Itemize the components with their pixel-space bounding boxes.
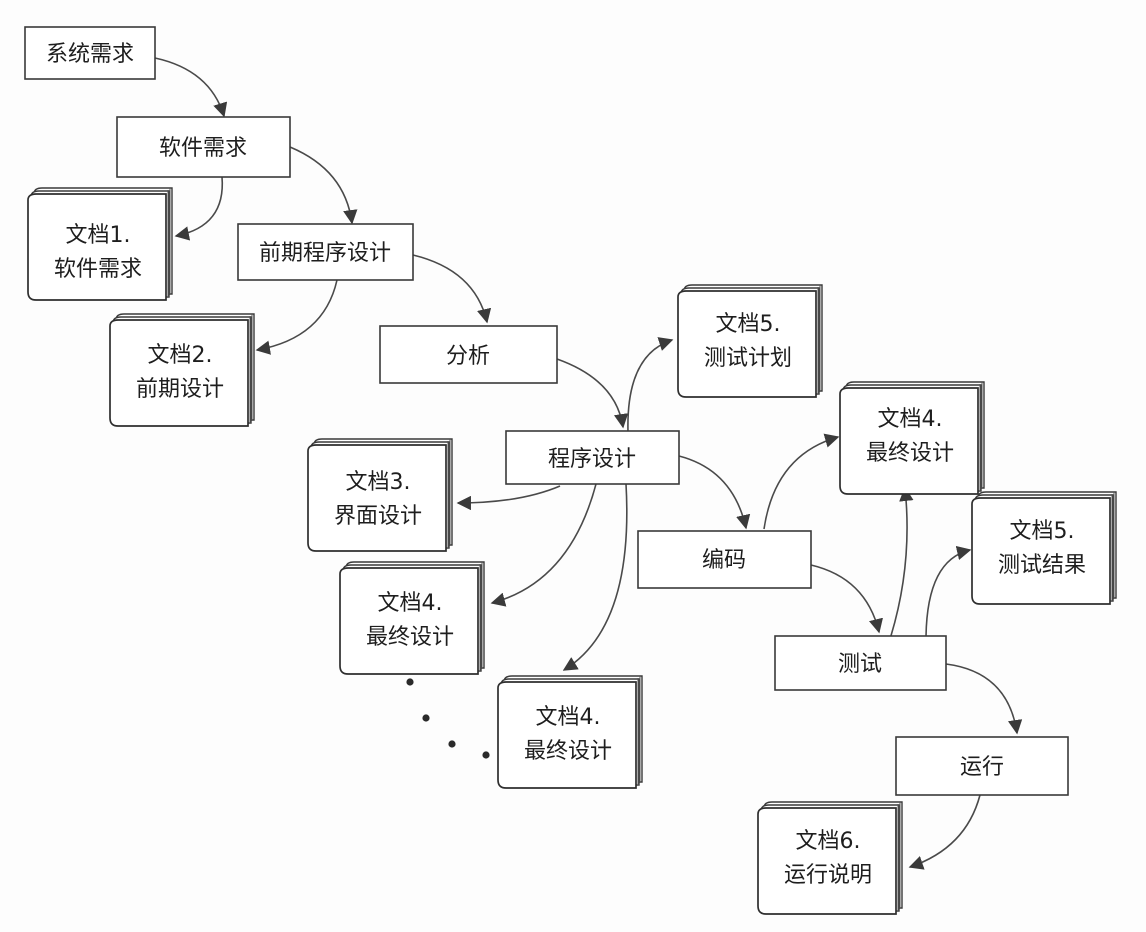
document-doc2: 文档2. 前期设计 [109,313,255,427]
doc-title: 文档5. [1010,519,1075,544]
flow-arrows [154,57,1023,870]
step-operation: 运行 [895,736,1069,796]
step-label: 运行 [960,755,1004,780]
arrow-analysis-to-program-design [556,358,629,429]
step-label: 前期程序设计 [259,241,391,266]
arrow-testing-to-doc4b [889,486,914,640]
step-analysis: 分析 [379,325,558,384]
doc-subtitle: 界面设计 [334,504,422,529]
document-doc4-bottom: 文档4. 最终设计 [497,675,643,789]
arrow-program-design-to-coding [678,455,751,530]
document-doc1: 文档1. 软件需求 [27,187,173,301]
doc-title: 文档4. [536,705,601,730]
doc-title: 文档5. [716,312,781,337]
doc-title: 文档1. [66,223,131,248]
arrow-preliminary-to-doc2 [255,279,338,355]
doc-subtitle: 最终设计 [866,441,954,466]
arrow-program-design-to-doc4a [490,483,597,607]
document-doc4-coding: 文档4. 最终设计 [839,381,985,495]
step-coding: 编码 [637,530,812,589]
step-system-requirements: 系统需求 [24,26,156,80]
doc-title: 文档4. [878,407,943,432]
arrow-software-to-preliminary [289,146,358,225]
doc-subtitle: 测试结果 [998,553,1086,578]
step-label: 软件需求 [159,136,247,161]
step-testing: 测试 [774,635,947,691]
step-program-design: 程序设计 [505,430,680,485]
step-software-requirements: 软件需求 [116,116,291,178]
doc-title: 文档4. [378,591,443,616]
step-label: 测试 [838,652,882,677]
step-label: 程序设计 [548,447,636,472]
doc-subtitle: 运行说明 [784,863,872,888]
doc-title: 文档6. [796,829,861,854]
arrow-program-design-to-doc4c [562,483,628,671]
arrow-coding-to-testing [810,564,883,634]
arrow-coding-to-doc4b [763,433,840,530]
ellipsis-dots [406,678,490,759]
step-label: 系统需求 [46,42,134,67]
document-doc6: 文档6. 运行说明 [757,801,903,915]
doc-subtitle: 最终设计 [524,739,612,764]
document-doc5-test-results: 文档5. 测试结果 [971,491,1117,605]
doc-subtitle: 最终设计 [366,625,454,650]
doc-subtitle: 测试计划 [704,346,792,371]
arrow-program-design-to-doc5a [627,337,674,433]
document-doc4-left: 文档4. 最终设计 [339,561,485,675]
doc-subtitle: 前期设计 [136,377,224,402]
arrow-system-to-software [154,57,228,118]
doc-subtitle: 软件需求 [54,257,142,282]
document-doc3: 文档3. 界面设计 [307,438,453,552]
doc-title: 文档2. [148,343,213,368]
arrow-testing-to-operation [945,663,1023,735]
arrow-preliminary-to-analysis [412,254,492,324]
arrow-operation-to-doc6 [908,794,981,870]
step-label: 编码 [702,548,746,573]
doc-title: 文档3. [346,470,411,495]
document-doc5-test-plan: 文档5. 测试计划 [677,284,823,398]
arrow-testing-to-doc5b [925,545,972,638]
step-label: 分析 [446,344,490,369]
arrow-program-design-to-doc3 [456,485,561,511]
step-preliminary-design: 前期程序设计 [237,223,414,281]
arrow-software-to-doc1 [174,176,224,241]
